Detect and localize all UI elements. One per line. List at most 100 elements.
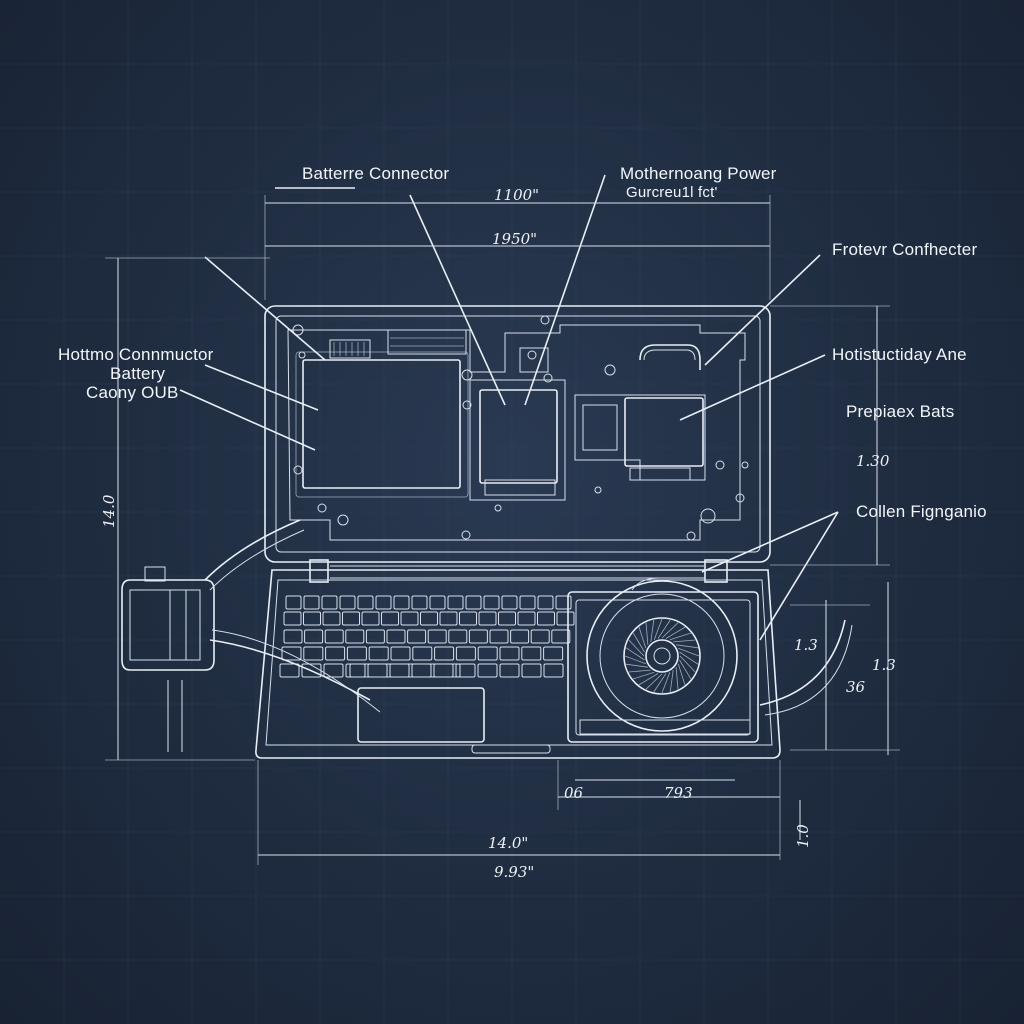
keyboard-key bbox=[543, 663, 564, 678]
keyboard-key bbox=[447, 595, 464, 610]
callout-frotevr-connecter: Frotevr Confhecter bbox=[832, 240, 978, 259]
fan-blade bbox=[678, 647, 700, 657]
keyboard-key bbox=[324, 629, 344, 644]
keyboard-key bbox=[530, 629, 550, 644]
fan-blade bbox=[665, 626, 686, 639]
callout-hotistuctiday-ane: Hotistuctiday Ane bbox=[832, 345, 967, 364]
keyboard-key bbox=[365, 629, 385, 644]
fan-blade bbox=[679, 655, 696, 673]
fan-blade bbox=[669, 632, 692, 641]
keyboard-key bbox=[345, 629, 365, 644]
keyboard-key bbox=[368, 646, 389, 661]
dimension-right-small-2: 36 bbox=[846, 678, 866, 696]
keyboard-key bbox=[361, 611, 380, 626]
keyboard-key bbox=[281, 646, 302, 661]
battery-connector-block bbox=[121, 519, 381, 713]
right-side-cable-inner bbox=[764, 624, 853, 716]
dimension-right-small-1: 1.3 bbox=[794, 636, 818, 654]
keyboard-key bbox=[420, 611, 438, 626]
dimension-right-1: 1.30 bbox=[856, 452, 890, 470]
keyboard-key bbox=[285, 595, 302, 610]
dimension-top-1: 1100" bbox=[494, 186, 540, 204]
keyboard-key bbox=[283, 629, 303, 644]
keyboard-key bbox=[321, 595, 338, 610]
keyboard-key bbox=[537, 611, 555, 626]
fan-blade bbox=[673, 639, 696, 643]
keyboard-key bbox=[303, 595, 320, 610]
keyboard-key bbox=[322, 611, 341, 626]
keyboard-key bbox=[411, 663, 432, 678]
dimension-lines bbox=[105, 195, 900, 865]
keyboard-key bbox=[389, 663, 410, 678]
keyboard-key bbox=[483, 595, 500, 610]
fan-blade bbox=[669, 670, 674, 693]
keyboard bbox=[279, 595, 575, 678]
dimension-bottom-2: 9.93" bbox=[494, 863, 535, 881]
fan-blade bbox=[676, 644, 699, 649]
keyboard-key bbox=[393, 595, 410, 610]
callout-hottmo-connmuctor: Hottmo Connmuctor bbox=[58, 345, 214, 364]
fan-blade bbox=[661, 672, 671, 694]
keyboard-key bbox=[339, 595, 356, 610]
keyboard-key bbox=[501, 595, 518, 610]
dimension-bottom-small: 06 bbox=[564, 784, 584, 802]
keyboard-key bbox=[551, 629, 571, 644]
fan-blade bbox=[638, 673, 659, 686]
laptop-base bbox=[255, 569, 781, 759]
keyboard-key bbox=[345, 663, 366, 678]
keyboard-key bbox=[555, 595, 572, 610]
keyboard-key bbox=[357, 595, 374, 610]
fan-blade bbox=[650, 619, 655, 642]
keyboard-key bbox=[455, 646, 476, 661]
dimension-left-height: 14.0 bbox=[100, 494, 118, 528]
keyboard-key bbox=[455, 663, 476, 678]
keyboard-key bbox=[303, 611, 321, 626]
left-battery-module bbox=[292, 324, 473, 540]
fan-blade bbox=[657, 619, 671, 639]
fan-blade bbox=[677, 663, 686, 686]
fan-blade bbox=[679, 659, 692, 680]
keyboard-spacebar bbox=[349, 663, 461, 678]
fan-blade bbox=[675, 667, 679, 690]
keyboard-key bbox=[427, 629, 447, 644]
keyboard-key bbox=[543, 646, 564, 661]
keyboard-key bbox=[556, 611, 575, 626]
keyboard-key bbox=[381, 611, 399, 626]
fan-blade bbox=[645, 673, 663, 690]
right-side-cable bbox=[759, 619, 846, 706]
keyboard-key bbox=[478, 611, 497, 626]
laptop-lid bbox=[264, 305, 771, 563]
keyboard-key bbox=[448, 629, 468, 644]
keyboard-key bbox=[386, 629, 406, 644]
dimension-bottom-1: 14.0" bbox=[488, 834, 529, 852]
dimension-top-2: 1950" bbox=[492, 230, 538, 248]
keyboard-key bbox=[439, 611, 458, 626]
fan-blade bbox=[653, 618, 663, 640]
dimension-bottom-right: 1.0 bbox=[794, 824, 812, 848]
fan-blade bbox=[661, 622, 679, 639]
keyboard-key bbox=[465, 595, 482, 610]
fan-blade bbox=[645, 622, 649, 645]
keyboard-key bbox=[323, 663, 344, 678]
keyboard-key bbox=[510, 629, 530, 644]
keyboard-key bbox=[434, 646, 455, 661]
keyboard-key bbox=[325, 646, 346, 661]
keyboard-key bbox=[499, 646, 520, 661]
keyboard-key bbox=[375, 595, 392, 610]
central-processor bbox=[469, 315, 566, 512]
keyboard-key bbox=[283, 611, 302, 626]
keyboard-key bbox=[304, 629, 324, 644]
keyboard-key bbox=[477, 646, 498, 661]
keyboard-key bbox=[411, 595, 428, 610]
keyboard-key bbox=[537, 595, 554, 610]
right-board-module bbox=[574, 344, 749, 541]
keyboard-key bbox=[468, 629, 488, 644]
keyboard-key bbox=[477, 663, 498, 678]
keyboard-key bbox=[498, 611, 516, 626]
keyboard-key bbox=[346, 646, 367, 661]
callout-prepiaex-bats: Prepiaex Bats bbox=[846, 402, 955, 421]
keyboard-key bbox=[521, 663, 542, 678]
keyboard-key bbox=[517, 611, 536, 626]
